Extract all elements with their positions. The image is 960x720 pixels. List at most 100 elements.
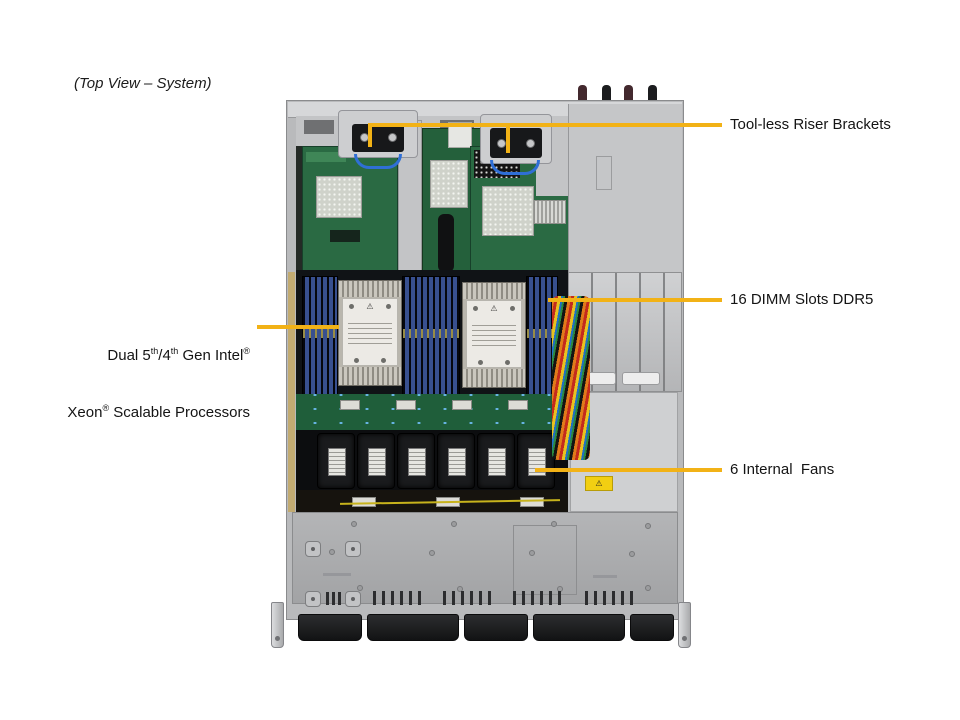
heatsink-fins (339, 281, 401, 297)
fan-header (452, 400, 472, 410)
plate-screw (354, 358, 359, 363)
warning-icon: ⚠ (490, 303, 498, 313)
fan (397, 433, 435, 489)
cover-screw (329, 549, 335, 555)
cover-vent-group (513, 591, 565, 605)
psu-handle-post (578, 85, 587, 112)
cover-vent-group (373, 591, 425, 605)
left-chassis-rail (288, 272, 295, 512)
fan-header (508, 400, 528, 410)
cover-screw (351, 521, 357, 527)
fan (357, 433, 395, 489)
plate-screw (509, 305, 515, 311)
cover-vent-slot (326, 592, 329, 605)
fan-sticker (328, 448, 346, 476)
label-cpu-line1: Dual 5th/4th Gen Intel® (107, 346, 250, 365)
warning-sticker: ⚠ (585, 476, 613, 491)
fan (437, 433, 475, 489)
mounting-ear-left (271, 602, 284, 648)
plate-instruction-lines (472, 321, 516, 347)
cover-panel-outline (513, 525, 577, 595)
cover-latch (305, 541, 321, 557)
cpu-label-plate: ⚠ (342, 298, 398, 366)
cover-screw (451, 521, 457, 527)
callout-line-cpu (257, 325, 339, 329)
cable-bundle (552, 296, 590, 460)
psu-handle-post (648, 85, 657, 112)
psu-handles (568, 85, 682, 112)
plate-screw (473, 305, 479, 311)
finned-heatsink (534, 200, 566, 224)
callout-line-dimm (548, 298, 722, 302)
fan-sticker (448, 448, 466, 476)
drive-bay (464, 614, 528, 641)
pin-heatsink (316, 176, 362, 218)
bottom-cover (292, 512, 678, 607)
label-cpu-line2: Xeon® Scalable Processors (67, 403, 250, 422)
black-cable (438, 214, 454, 272)
plate-screw (381, 358, 386, 363)
heatsink-fins (339, 367, 401, 385)
heatsink-fins (463, 369, 525, 387)
psu-handle-post (624, 85, 633, 112)
cover-latch (305, 591, 321, 607)
cpu-heatsink-2: ⚠ (462, 282, 526, 388)
fan (517, 433, 555, 489)
psu-bay-bracket (596, 156, 612, 190)
cover-vent-group (585, 591, 637, 605)
drive-bay (533, 614, 625, 641)
warning-icon: ⚠ (595, 479, 603, 488)
dimm-latches (303, 329, 337, 338)
cover-latch (345, 541, 361, 557)
plate-instruction-lines (348, 319, 392, 345)
callout-line-riser-drop-right (506, 123, 510, 153)
psu-bay (568, 104, 682, 272)
cover-slot (323, 573, 351, 576)
cover-vent-group (443, 591, 495, 605)
cover-vent-slot (338, 592, 341, 605)
power-connector (520, 497, 544, 507)
front-bezel (292, 614, 678, 642)
cover-screw (551, 521, 557, 527)
bracket-screw (388, 133, 397, 142)
fan-sticker (368, 448, 386, 476)
blue-cable (490, 160, 540, 175)
heatsink-fins (463, 283, 525, 299)
bracket-screw (497, 139, 506, 148)
fan-sticker (488, 448, 506, 476)
callout-line-riser (370, 123, 722, 127)
label-cpu-processors: Dual 5th/4th Gen Intel® Xeon® Scalable P… (28, 308, 250, 460)
cover-screw (629, 551, 635, 557)
dimm-bank-center (402, 276, 460, 396)
fan-header (396, 400, 416, 410)
plate-screw (349, 303, 355, 309)
label-dimm-slots: 16 DIMM Slots DDR5 (730, 291, 874, 308)
cover-vent-slot (332, 592, 335, 605)
fan (317, 433, 355, 489)
callout-line-fans (535, 468, 722, 472)
cover-screw (429, 550, 435, 556)
pcb-chip (330, 230, 360, 242)
cpu-label-plate: ⚠ (466, 300, 522, 368)
fan-header (340, 400, 360, 410)
plate-screw (505, 360, 510, 365)
fan (477, 433, 515, 489)
label-riser-brackets: Tool-less Riser Brackets (730, 116, 891, 133)
drive-bay (298, 614, 362, 641)
cpu-heatsink-1: ⚠ (338, 280, 402, 386)
cover-slot (593, 575, 617, 578)
pin-heatsink (482, 186, 534, 236)
rear-frame-cutout (304, 120, 334, 134)
dimm-latches (527, 329, 557, 338)
cover-latch (345, 591, 361, 607)
warning-icon: ⚠ (366, 301, 374, 311)
blue-cable (354, 154, 402, 169)
psu-latch (622, 372, 660, 385)
figure-title: (Top View – System) (74, 75, 212, 92)
plate-screw (478, 360, 483, 365)
bracket-screw (526, 139, 535, 148)
plate-screw (385, 303, 391, 309)
drive-bay (630, 614, 674, 641)
cover-screw (645, 523, 651, 529)
